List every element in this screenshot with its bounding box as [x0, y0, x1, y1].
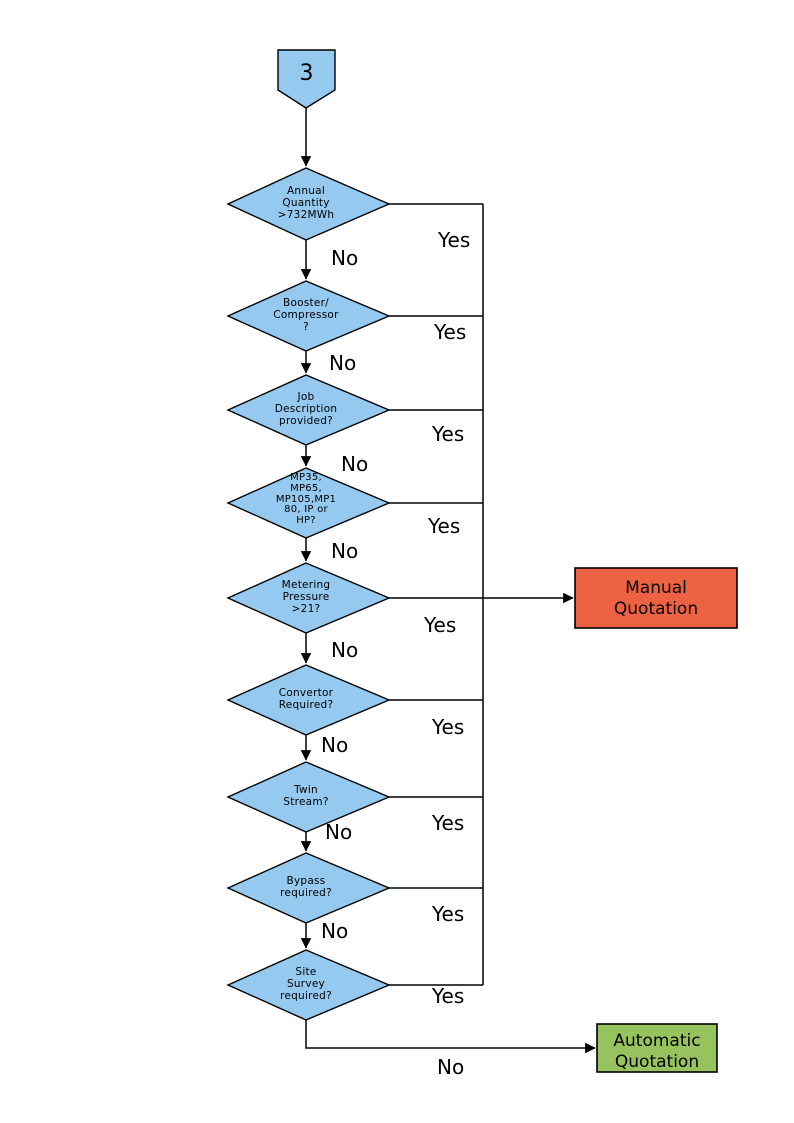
- edge-label-yes-pressure-tier: Yes: [428, 514, 461, 538]
- start-connector-shape: [277, 49, 336, 109]
- edge-label-no-convertor: No: [321, 733, 349, 757]
- decision-shape-bypass: [226, 852, 391, 924]
- terminal-shape-manual-quotation: [574, 567, 738, 629]
- edge-label-yes-twin-stream: Yes: [432, 811, 465, 835]
- edge-label-yes-site-survey: Yes: [432, 984, 465, 1008]
- decision-shape-site-survey: [226, 949, 391, 1021]
- decision-shape-booster-compressor: [226, 280, 391, 352]
- edge-label-yes-annual-quantity: Yes: [438, 228, 471, 252]
- edge-label-yes-booster-compressor: Yes: [434, 320, 467, 344]
- edge-label-no-site-survey: No: [437, 1055, 465, 1079]
- decision-shape-convertor: [226, 664, 391, 736]
- edge-label-yes-metering-pressure: Yes: [424, 613, 457, 637]
- edge-no-site-survey-to-automatic: [305, 1020, 596, 1054]
- edge-label-yes-convertor: Yes: [432, 715, 465, 739]
- decision-shape-pressure-tier: [226, 467, 391, 539]
- edge-label-no-job-description: No: [341, 452, 369, 476]
- terminal-shape-automatic-quotation: [596, 1023, 718, 1073]
- edge-label-yes-bypass: Yes: [432, 902, 465, 926]
- decision-shape-metering-pressure: [226, 562, 391, 634]
- edge-label-no-booster-compressor: No: [329, 351, 357, 375]
- edge-label-no-metering-pressure: No: [331, 638, 359, 662]
- decision-shape-job-description: [226, 374, 391, 446]
- decision-shape-annual-quantity: [226, 167, 391, 241]
- decision-shape-twin-stream: [226, 761, 391, 833]
- edge-label-no-twin-stream: No: [325, 820, 353, 844]
- edge-label-no-bypass: No: [321, 919, 349, 943]
- edge-label-no-annual-quantity: No: [331, 246, 359, 270]
- edge-label-no-pressure-tier: No: [331, 539, 359, 563]
- edge-label-yes-job-description: Yes: [432, 422, 465, 446]
